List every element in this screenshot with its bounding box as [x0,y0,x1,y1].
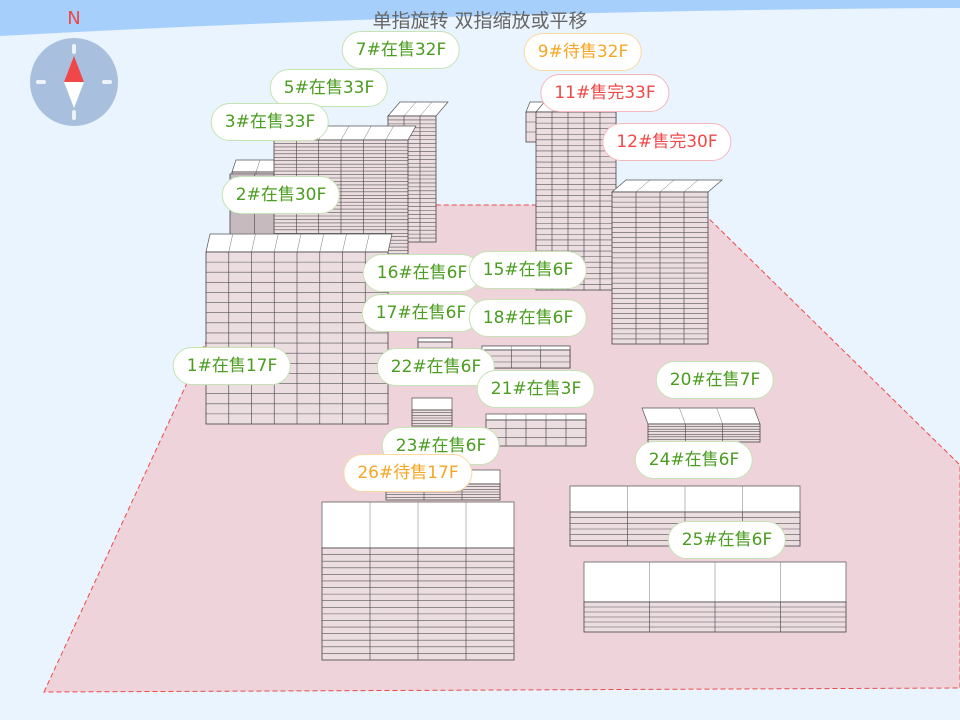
building-13[interactable] [411,397,453,427]
compass-tick [72,44,76,54]
building-label[interactable]: 18#在售6F [468,299,588,337]
roof-line [659,179,675,193]
north-label: N [67,8,81,29]
facade [485,419,587,447]
building-label[interactable]: 5#在售33F [269,69,389,107]
header-band [0,0,960,36]
building-label[interactable]: 26#待售17F [343,454,473,492]
roof-line [716,407,723,425]
roof-line [365,233,370,253]
roof [485,413,587,421]
building-label[interactable]: 15#在售6F [468,251,588,289]
roof-line [228,233,233,253]
building-label[interactable]: 1#在售17F [172,347,292,385]
roof [417,337,453,343]
roof-line [683,179,699,193]
roof-line [251,233,256,253]
building-19[interactable] [583,561,847,633]
building-14[interactable] [485,413,587,447]
roof-line [363,125,372,141]
building-label[interactable]: 25#在售6F [667,521,787,559]
building-17[interactable] [321,501,515,661]
building-label[interactable]: 11#售完33F [540,74,670,112]
building-6[interactable] [611,179,723,345]
building-label[interactable]: 2#在售30F [221,176,341,214]
building-label[interactable]: 22#在售6F [376,348,496,386]
building-11[interactable] [481,345,571,369]
roof [481,345,571,351]
roof [641,407,761,425]
facade [481,349,571,369]
building-label[interactable]: 7#在售32F [341,31,461,69]
gesture-hint: 单指旋转 双指缩放或平移 [372,10,588,32]
roof-line [319,233,324,253]
compass-tick [36,80,46,84]
roof-line [296,233,302,253]
compass[interactable]: N [30,8,118,126]
roof-line [635,179,651,193]
building-12[interactable] [205,233,393,425]
building-label[interactable]: 9#待售32F [523,33,643,71]
roof-line [340,125,350,141]
roof-line [342,233,347,253]
compass-needle-icon [64,56,84,108]
roof [387,101,449,117]
roof [411,397,453,411]
building-label[interactable]: 21#在售3F [476,370,596,408]
roof-line [274,233,279,253]
building-label[interactable]: 24#在售6F [634,441,754,479]
roof-line [403,101,417,117]
building-label[interactable]: 20#在售7F [655,361,775,399]
building-label[interactable]: 12#售完30F [602,123,732,161]
building-label[interactable]: 16#在售6F [362,254,482,292]
building-label[interactable]: 17#在售6F [361,294,481,332]
roof-line [419,101,433,117]
compass-tick [102,80,112,84]
roof-line [255,159,261,173]
roof-line [385,125,394,141]
roof-line [679,407,686,425]
building-15[interactable] [641,407,761,443]
building-label[interactable]: 3#在售33F [210,103,330,141]
compass-tick [72,110,76,120]
